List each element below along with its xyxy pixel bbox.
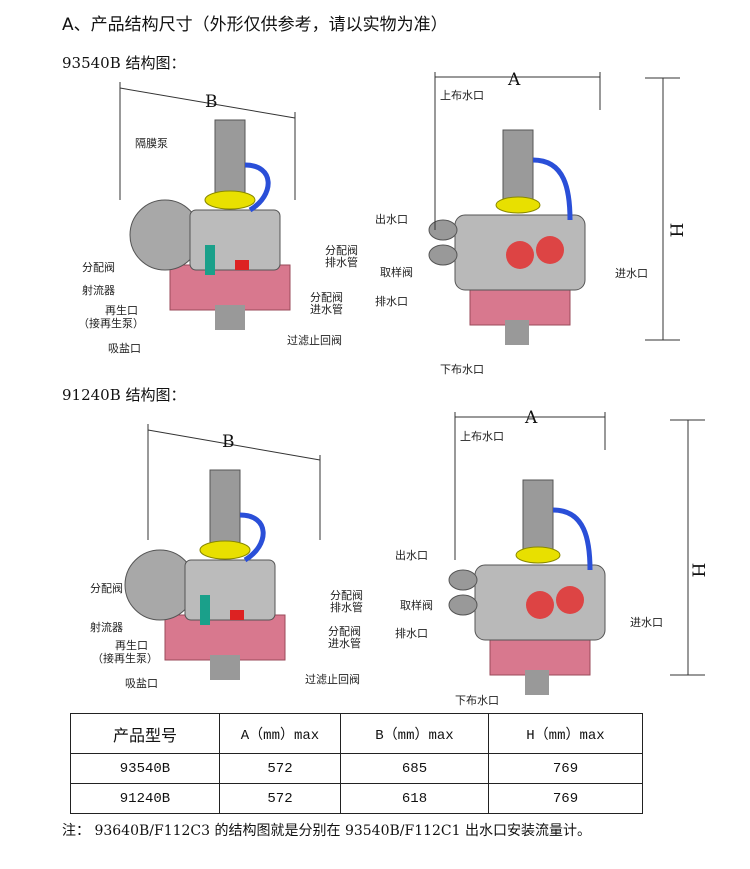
fig1-heading: 93540B 结构图： bbox=[62, 54, 186, 72]
callout: 进水管 bbox=[310, 303, 343, 316]
callout: 吸盐口 bbox=[125, 677, 158, 690]
callout: 下布水口 bbox=[440, 363, 484, 376]
callout: 射流器 bbox=[90, 621, 123, 634]
table-row: 93540B 572 685 769 bbox=[70, 753, 643, 784]
table-cell: 769 bbox=[488, 753, 643, 784]
callout: 射流器 bbox=[82, 284, 115, 297]
callout: （接再生泵） bbox=[92, 652, 158, 665]
callout: 进水管 bbox=[328, 637, 361, 650]
table-row: 91240B 572 618 769 bbox=[70, 783, 643, 814]
section-title: A、产品结构尺寸（外形仅供参考，请以实物为准） bbox=[62, 15, 448, 35]
callout: 再生口 bbox=[115, 639, 148, 652]
callout: 分配阀 bbox=[330, 589, 363, 602]
callout: 上布水口 bbox=[460, 430, 504, 443]
callout: 进水口 bbox=[630, 616, 663, 629]
callout: 分配阀 bbox=[310, 291, 343, 304]
structure-drawings bbox=[119, 72, 705, 700]
dim-b-label: B bbox=[205, 92, 218, 112]
valve-93540b-front bbox=[429, 130, 585, 345]
header-cell: A（mm）max bbox=[219, 713, 341, 754]
callout: 出水口 bbox=[395, 549, 428, 562]
callout: （接再生泵） bbox=[78, 317, 144, 330]
table-cell: 685 bbox=[340, 753, 489, 784]
callout: 再生口 bbox=[105, 304, 138, 317]
callout: 隔膜泵 bbox=[135, 137, 168, 150]
header-cell: B（mm）max bbox=[340, 713, 489, 754]
callout: 排水口 bbox=[395, 627, 428, 640]
dim-a-label: A bbox=[508, 70, 521, 90]
dim-h-label: H bbox=[665, 222, 686, 238]
table-cell: 93540B bbox=[70, 753, 220, 784]
header-cell: 产品型号 bbox=[70, 713, 220, 754]
header-cell: H（mm）max bbox=[488, 713, 643, 754]
valve-93540b-side bbox=[130, 120, 290, 330]
callout: 排水口 bbox=[375, 295, 408, 308]
callout: 排水管 bbox=[325, 256, 358, 269]
table-cell: 572 bbox=[219, 753, 341, 784]
callout: 取样阀 bbox=[400, 599, 433, 612]
callout: 进水口 bbox=[615, 267, 648, 280]
callout: 过滤止回阀 bbox=[305, 673, 360, 686]
table-cell: 769 bbox=[488, 783, 643, 814]
callout: 上布水口 bbox=[440, 89, 484, 102]
callout: 过滤止回阀 bbox=[287, 334, 342, 347]
callout: 排水管 bbox=[330, 601, 363, 614]
table-header-row: 产品型号 A（mm）max B（mm）max H（mm）max bbox=[70, 713, 643, 754]
valve-91240b-side bbox=[125, 470, 285, 680]
dimensions-table: 产品型号 A（mm）max B（mm）max H（mm）max 93540B 5… bbox=[70, 713, 643, 814]
callout: 吸盐口 bbox=[108, 342, 141, 355]
callout: 分配阀 bbox=[90, 582, 123, 595]
callout: 取样阀 bbox=[380, 266, 413, 279]
table-cell: 572 bbox=[219, 783, 341, 814]
fig2-heading: 91240B 结构图： bbox=[62, 386, 186, 404]
callout: 分配阀 bbox=[328, 625, 361, 638]
valve-91240b-front bbox=[449, 480, 605, 695]
footnote: 注： 93640B/F112C3 的结构图就是分别在 93540B/F112C1… bbox=[62, 823, 591, 839]
dim-b-label: B bbox=[222, 432, 235, 452]
dim-a-label: A bbox=[525, 408, 538, 428]
callout: 分配阀 bbox=[82, 261, 115, 274]
dim-h-label: H bbox=[687, 562, 708, 578]
callout: 下布水口 bbox=[455, 694, 499, 707]
table-cell: 618 bbox=[340, 783, 489, 814]
table-cell: 91240B bbox=[70, 783, 220, 814]
callout: 分配阀 bbox=[325, 244, 358, 257]
callout: 出水口 bbox=[375, 213, 408, 226]
